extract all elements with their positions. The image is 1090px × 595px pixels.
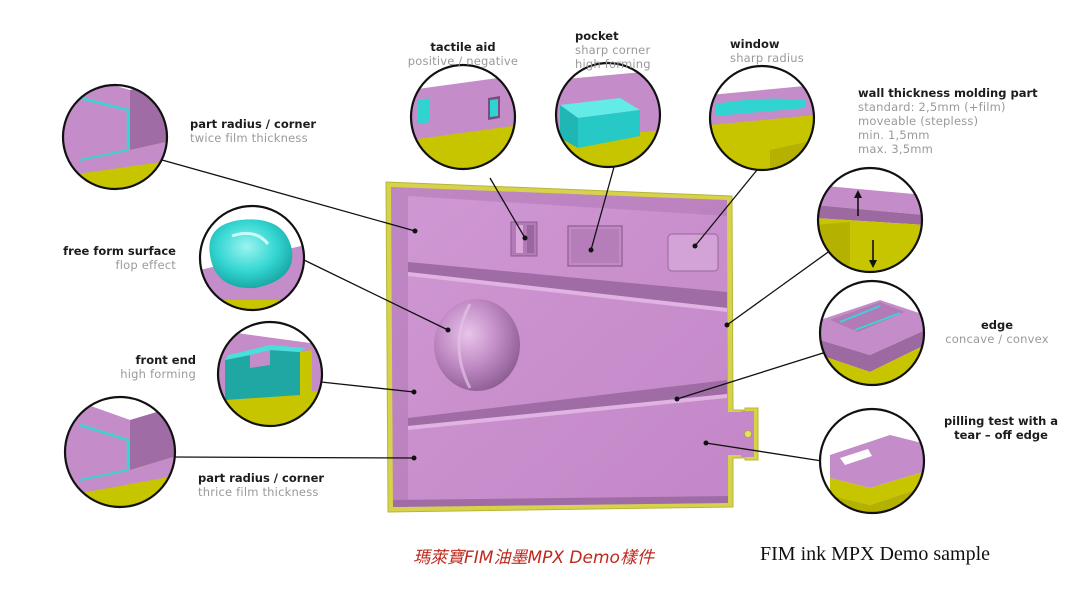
caption-english: FIM ink MPX Demo sample [760, 543, 990, 565]
detail-free-form [198, 204, 306, 312]
label-title: edge [980, 318, 1014, 332]
label-title: tactile aid [430, 40, 496, 54]
detail-pilling-test [818, 407, 926, 515]
detail-part-radius-top [61, 83, 169, 191]
label-sub: thrice film thickness [198, 485, 319, 499]
lower-rib-light [408, 394, 727, 430]
label-pilling-test: pilling test with a tear – off edge [940, 414, 1062, 442]
label-free-form: free form surface flop effect [60, 244, 176, 272]
window-feature [667, 233, 719, 272]
label-sub: sharp radius [730, 51, 804, 65]
detail-window [708, 64, 816, 172]
label-tactile-aid: tactile aid positive / negative [398, 40, 528, 68]
caption-chinese: 瑪萊寶FIM油墨MPX Demo樣件 [413, 548, 654, 568]
label-title: part radius / corner [198, 471, 325, 485]
label-title: free form surface [63, 244, 176, 258]
detail-edge [818, 279, 926, 387]
detail-wall-thickness [816, 166, 924, 274]
label-pocket: pocket sharp corner high forming [575, 29, 651, 71]
label-part-radius-bottom: part radius / corner thrice film thickne… [198, 471, 324, 499]
label-title: pocket [575, 29, 619, 43]
label-title: window [730, 37, 780, 51]
label-title: front end [135, 353, 196, 367]
label-sub: sharp corner [575, 43, 651, 57]
free-form-dome [434, 299, 520, 391]
label-title: part radius / corner [190, 117, 317, 131]
label-front-end: front end high forming [100, 353, 196, 381]
label-sub: high forming [120, 367, 196, 381]
part-panel [391, 187, 754, 507]
label-sub: twice film thickness [190, 131, 308, 145]
label-sub: min. 1,5mm [858, 128, 930, 142]
label-part-radius-top: part radius / corner twice film thicknes… [190, 117, 316, 145]
upper-rib-light [408, 272, 727, 312]
label-sub: concave / convex [945, 332, 1049, 346]
detail-pocket [554, 61, 662, 169]
lower-rib [408, 380, 727, 426]
label-sub: high forming [575, 57, 651, 71]
label-wall-thickness: wall thickness molding part standard: 2,… [858, 86, 1038, 156]
label-window: window sharp radius [730, 37, 804, 65]
bottom-edge-shade [393, 496, 728, 507]
label-edge: edge concave / convex [935, 318, 1059, 346]
leader-dots [411, 228, 730, 461]
label-title: pilling test with a [943, 414, 1059, 428]
upper-rib [408, 262, 727, 308]
label-title: wall thickness molding part [858, 86, 1038, 100]
label-title: tear – off edge [954, 428, 1048, 442]
label-sub: moveable (stepless) [858, 114, 979, 128]
detail-tactile-aid [409, 63, 517, 171]
detail-part-radius-bottom [63, 395, 177, 509]
leader-lines [161, 159, 840, 462]
label-sub: positive / negative [407, 54, 519, 68]
detail-front-end [216, 320, 324, 428]
label-sub: max. 3,5mm [858, 142, 934, 156]
demo-part [385, 181, 759, 513]
label-sub: standard: 2,5mm (+film) [858, 100, 1006, 114]
tear-off-hole [744, 430, 752, 438]
label-sub: flop effect [115, 258, 176, 272]
